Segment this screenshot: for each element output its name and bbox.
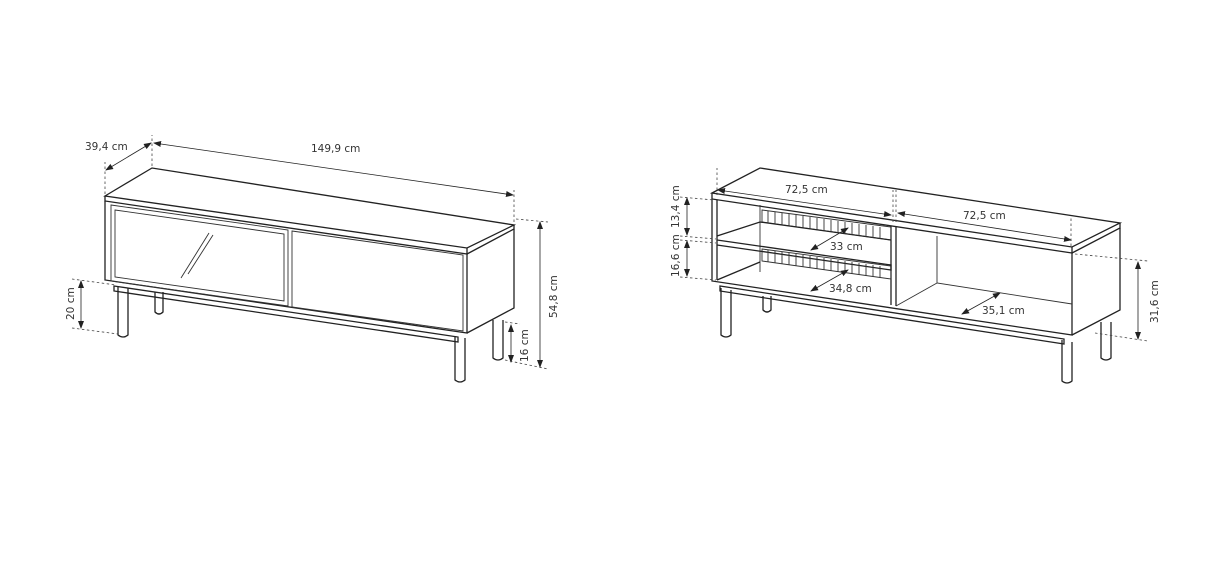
label-interior-height: 31,6 cm — [1149, 280, 1161, 323]
label-lower-shelf-depth: 34,8 cm — [829, 283, 872, 295]
glass-door — [110, 204, 289, 307]
back-right-leg — [492, 320, 504, 361]
label-upper-shelf-depth: 33 cm — [830, 241, 863, 253]
right-dimensions — [679, 168, 1149, 342]
label-total-height: 54,8 cm — [548, 275, 560, 318]
right-cabinet-drawing — [709, 167, 1123, 384]
top-surface — [103, 167, 517, 249]
label-right-compartment-depth: 35,1 cm — [982, 305, 1025, 317]
label-leg-front: 20 cm — [65, 287, 77, 320]
left-dimensions — [71, 135, 549, 370]
left-cabinet-drawing — [103, 167, 517, 383]
front-left-leg — [117, 286, 129, 338]
front-right-leg — [454, 336, 466, 383]
label-left-compartment-width: 72,5 cm — [785, 184, 828, 196]
label-lower-shelf-height: 16,6 cm — [670, 234, 682, 277]
label-depth: 39,4 cm — [85, 141, 128, 153]
label-width: 149,9 cm — [311, 143, 360, 155]
back-left-leg — [154, 292, 164, 315]
label-right-compartment-width: 72,5 cm — [963, 210, 1006, 222]
label-upper-shelf-height: 13,4 cm — [670, 185, 682, 228]
label-leg-back: 16 cm — [519, 329, 531, 362]
solid-door — [291, 230, 464, 332]
